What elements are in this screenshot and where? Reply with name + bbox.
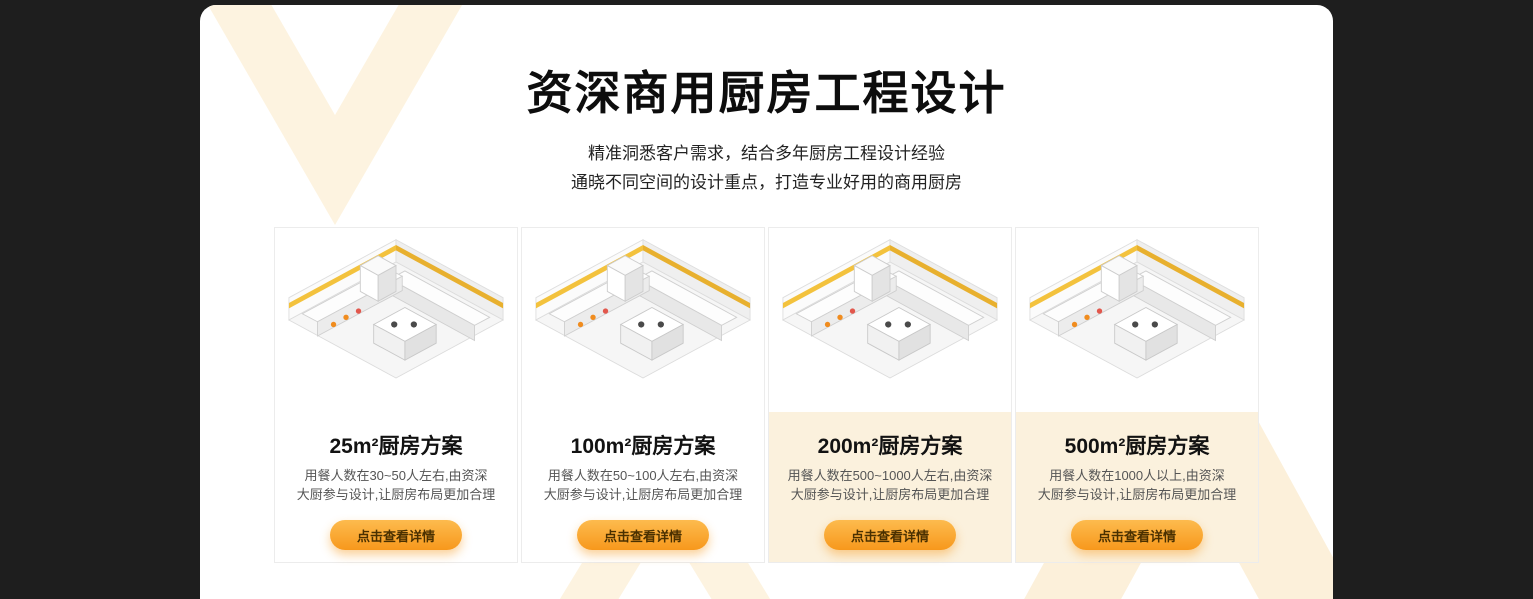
- card-description: 用餐人数在1000人以上,由资深大厨参与设计,让厨房布局更加合理: [1016, 466, 1258, 504]
- kitchen-render-image: [769, 228, 1011, 412]
- card-title: 100m²厨房方案: [570, 435, 716, 458]
- card-title: 25m²厨房方案: [329, 435, 463, 458]
- card-description-line-1: 用餐人数在50~100人左右,由资深: [547, 468, 739, 483]
- card-description-line-2: 大厨参与设计,让厨房布局更加合理: [296, 487, 496, 502]
- card-body: 200m²厨房方案 用餐人数在500~1000人左右,由资深大厨参与设计,让厨房…: [769, 412, 1011, 562]
- view-details-button[interactable]: 点击查看详情: [330, 520, 462, 550]
- kitchen-plan-card-25m2: 25m²厨房方案 用餐人数在30~50人左右,由资深大厨参与设计,让厨房布局更加…: [274, 227, 518, 563]
- card-description: 用餐人数在500~1000人左右,由资深大厨参与设计,让厨房布局更加合理: [769, 466, 1011, 504]
- kitchen-isometric-render-icon: [527, 235, 759, 405]
- page-title: 资深商用厨房工程设计: [526, 67, 1007, 119]
- kitchen-isometric-render-icon: [1021, 235, 1253, 405]
- subtitle-line-2: 通晓不同空间的设计重点，打造专业好用的商用厨房: [571, 173, 962, 192]
- card-title: 500m²厨房方案: [1064, 435, 1210, 458]
- kitchen-plan-cards: 25m²厨房方案 用餐人数在30~50人左右,由资深大厨参与设计,让厨房布局更加…: [274, 227, 1259, 563]
- card-description: 用餐人数在50~100人左右,由资深大厨参与设计,让厨房布局更加合理: [522, 466, 764, 504]
- card-description-line-2: 大厨参与设计,让厨房布局更加合理: [543, 487, 743, 502]
- view-details-button[interactable]: 点击查看详情: [824, 520, 956, 550]
- view-details-button[interactable]: 点击查看详情: [1071, 520, 1203, 550]
- kitchen-isometric-render-icon: [280, 235, 512, 405]
- card-description-line-1: 用餐人数在500~1000人左右,由资深: [787, 468, 993, 483]
- card-description-line-1: 用餐人数在30~50人左右,由资深: [304, 468, 488, 483]
- section-header: 资深商用厨房工程设计 精准洞悉客户需求，结合多年厨房工程设计经验 通晓不同空间的…: [200, 57, 1333, 197]
- card-description-line-2: 大厨参与设计,让厨房布局更加合理: [1037, 487, 1237, 502]
- kitchen-plan-card-100m2: 100m²厨房方案 用餐人数在50~100人左右,由资深大厨参与设计,让厨房布局…: [521, 227, 765, 563]
- card-body: 25m²厨房方案 用餐人数在30~50人左右,由资深大厨参与设计,让厨房布局更加…: [275, 412, 517, 562]
- card-body: 100m²厨房方案 用餐人数在50~100人左右,由资深大厨参与设计,让厨房布局…: [522, 412, 764, 562]
- card-description: 用餐人数在30~50人左右,由资深大厨参与设计,让厨房布局更加合理: [275, 466, 517, 504]
- kitchen-plan-card-200m2: 200m²厨房方案 用餐人数在500~1000人左右,由资深大厨参与设计,让厨房…: [768, 227, 1012, 563]
- kitchen-render-image: [522, 228, 764, 412]
- card-description-line-2: 大厨参与设计,让厨房布局更加合理: [790, 487, 990, 502]
- kitchen-plan-card-500m2: 500m²厨房方案 用餐人数在1000人以上,由资深大厨参与设计,让厨房布局更加…: [1015, 227, 1259, 563]
- card-title: 200m²厨房方案: [817, 435, 963, 458]
- card-description-line-1: 用餐人数在1000人以上,由资深: [1049, 468, 1225, 483]
- kitchen-render-image: [1016, 228, 1258, 412]
- card-body: 500m²厨房方案 用餐人数在1000人以上,由资深大厨参与设计,让厨房布局更加…: [1016, 412, 1258, 562]
- kitchen-render-image: [275, 228, 517, 412]
- subtitle-line-1: 精准洞悉客户需求，结合多年厨房工程设计经验: [588, 144, 945, 163]
- kitchen-isometric-render-icon: [774, 235, 1006, 405]
- content-panel: 资深商用厨房工程设计 精准洞悉客户需求，结合多年厨房工程设计经验 通晓不同空间的…: [200, 5, 1333, 599]
- view-details-button[interactable]: 点击查看详情: [577, 520, 709, 550]
